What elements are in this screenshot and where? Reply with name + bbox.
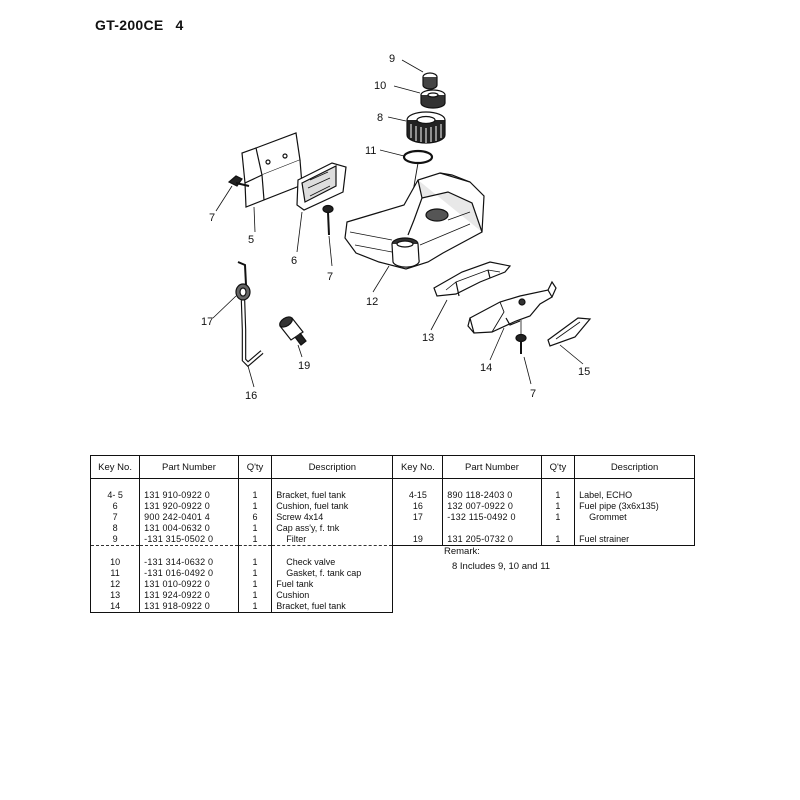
callout-19: 19 xyxy=(298,360,310,372)
table-row: 12 131 010-0922 0 1 Fuel tank xyxy=(89,579,695,590)
part-5-bracket xyxy=(241,132,303,208)
page-title: GT-200CE 4 xyxy=(95,17,184,33)
callout-labels: 9 10 8 11 7 5 6 7 12 17 19 16 13 14 7 15 xyxy=(201,53,590,402)
part-8-cap-assy xyxy=(406,111,446,144)
header-qty: Q'ty xyxy=(237,455,273,479)
callout-17: 17 xyxy=(201,316,213,328)
table-row: 4- 5 131 910-0922 0 1 Bracket, fuel tank… xyxy=(89,490,695,501)
screw-7-b xyxy=(322,204,334,236)
header-description-2: Description xyxy=(574,455,695,479)
part-11-gasket xyxy=(402,149,434,165)
callout-10: 10 xyxy=(374,80,386,92)
callout-5: 5 xyxy=(248,234,254,246)
screw-7-c xyxy=(515,320,527,354)
header-key-no-2: Key No. xyxy=(392,455,444,479)
part-14-bracket xyxy=(467,280,557,334)
header-key-no: Key No. xyxy=(89,455,141,479)
header-description: Description xyxy=(271,455,394,479)
header-qty-2: Q'ty xyxy=(540,455,576,479)
remark-title: Remark: xyxy=(444,546,480,557)
part-12-fuel-tank xyxy=(344,172,485,270)
callout-9: 9 xyxy=(389,53,395,65)
table-row: 11 -131 016-0492 0 1 Gasket, f. tank cap xyxy=(89,568,695,579)
part-10-check-valve xyxy=(420,89,446,109)
table-row: 9 -131 315-0502 0 1 Filter 19 131 205-07… xyxy=(89,534,695,546)
table-row: 8 131 004-0632 0 1 Cap ass'y, f. tnk xyxy=(89,523,695,534)
header-part-number: Part Number xyxy=(139,455,239,479)
callout-14: 14 xyxy=(480,362,492,374)
callout-11: 11 xyxy=(365,145,376,157)
model-name: GT-200CE xyxy=(95,17,164,33)
part-13-cushion xyxy=(433,261,512,297)
part-19-fuel-strainer xyxy=(279,316,307,346)
part-17-grommet xyxy=(235,283,251,301)
table-row: 6 131 920-0922 0 1 Cushion, fuel tank 16… xyxy=(89,501,695,512)
callout-13: 13 xyxy=(422,332,434,344)
page-number: 4 xyxy=(175,17,184,33)
leader-lines xyxy=(212,59,584,388)
part-6-cushion xyxy=(296,162,347,211)
table-header-row: Key No. Part Number Q'ty Description Key… xyxy=(89,455,695,479)
callout-7b: 7 xyxy=(327,271,333,283)
table-row: 7 900 242-0401 4 6 Screw 4x14 17 -132 11… xyxy=(89,512,695,523)
callout-6: 6 xyxy=(291,255,297,267)
part-16-fuel-pipe xyxy=(237,261,264,368)
screw-7-a xyxy=(227,175,250,187)
parts-table: Key No. Part Number Q'ty Description Key… xyxy=(89,455,695,613)
part-15-label-echo xyxy=(547,317,592,347)
callout-15: 15 xyxy=(578,366,590,378)
remark-note: Remark: 8 Includes 9, 10 and 11 xyxy=(444,546,550,572)
table-row: 14 131 918-0922 0 1 Bracket, fuel tank xyxy=(89,601,695,613)
part-9-filter xyxy=(422,72,438,90)
callout-12: 12 xyxy=(366,296,378,308)
remark-text: 8 Includes 9, 10 and 11 xyxy=(452,561,551,572)
callout-7a: 7 xyxy=(209,212,215,224)
header-part-number-2: Part Number xyxy=(442,455,542,479)
callout-7c: 7 xyxy=(530,388,536,400)
table-row: 13 131 924-0922 0 1 Cushion xyxy=(89,590,695,601)
callout-16: 16 xyxy=(245,390,257,402)
table-row: 10 -131 314-0632 0 1 Check valve xyxy=(89,557,695,568)
callout-8: 8 xyxy=(377,112,383,124)
